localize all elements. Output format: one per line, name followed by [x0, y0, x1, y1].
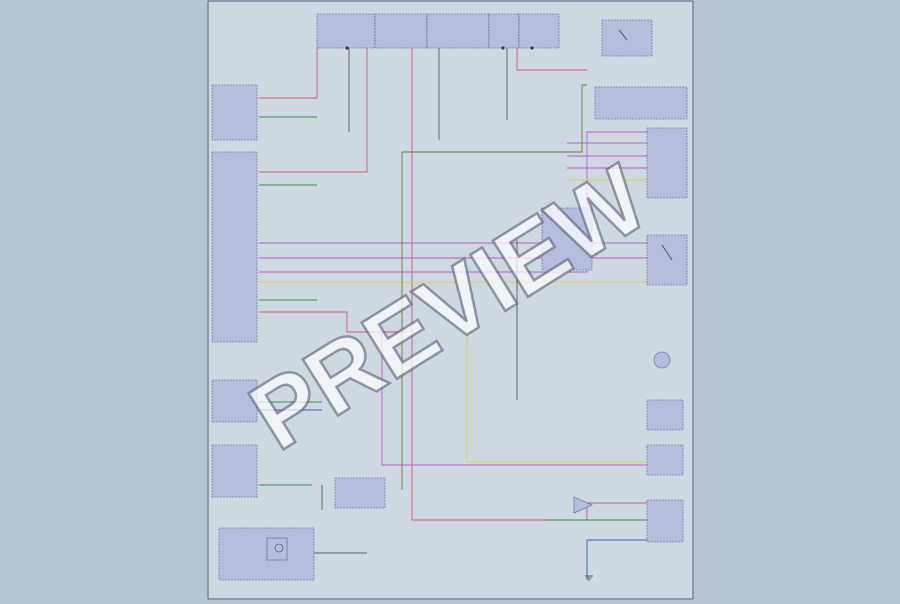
wire-yellow — [466, 282, 647, 463]
top-connector-1 — [316, 13, 376, 49]
wire-red — [259, 48, 318, 99]
left-small-switch — [211, 84, 258, 141]
wire-olive — [402, 84, 587, 153]
lamp-symbol — [653, 351, 671, 369]
switch-contact — [618, 29, 628, 41]
wire-blue — [586, 539, 647, 580]
left-module-bottom — [211, 444, 258, 498]
wire-layer — [259, 48, 647, 580]
right-module-bottom — [646, 499, 684, 543]
top-switch — [601, 19, 653, 57]
wire-red — [259, 311, 407, 333]
block-layer — [211, 13, 688, 581]
top-connector-4 — [488, 13, 520, 49]
right-component-3 — [646, 234, 688, 286]
connector-dot — [501, 46, 505, 50]
wiring-diagram-sheet — [207, 0, 694, 600]
left-main-module — [211, 151, 258, 343]
right-module-2 — [646, 127, 688, 199]
top-connector-5 — [518, 13, 560, 49]
ground-symbol — [585, 575, 593, 581]
top-connector-3 — [426, 13, 490, 49]
wire-magenta — [259, 131, 647, 273]
wire-magenta — [381, 332, 647, 466]
right-module-4 — [646, 399, 684, 431]
sheet-border — [207, 0, 694, 600]
wiring-diagram — [207, 0, 694, 600]
center-bottom-relay — [334, 477, 386, 509]
connector-dot — [530, 46, 534, 50]
triangle-amplifier — [573, 496, 593, 514]
motor-symbol — [274, 543, 284, 553]
center-ground-box — [541, 207, 593, 271]
left-module-lower — [211, 379, 258, 423]
connector-dot — [345, 46, 349, 50]
relay-coil — [266, 537, 288, 561]
right-module-5 — [646, 444, 684, 476]
bottom-left-device — [218, 527, 315, 581]
switch-contact — [661, 244, 673, 261]
component-symbols — [266, 29, 673, 581]
wire-red — [259, 48, 368, 173]
right-module-upper — [594, 86, 688, 120]
wire-red — [516, 48, 587, 71]
top-connector-2 — [374, 13, 428, 49]
